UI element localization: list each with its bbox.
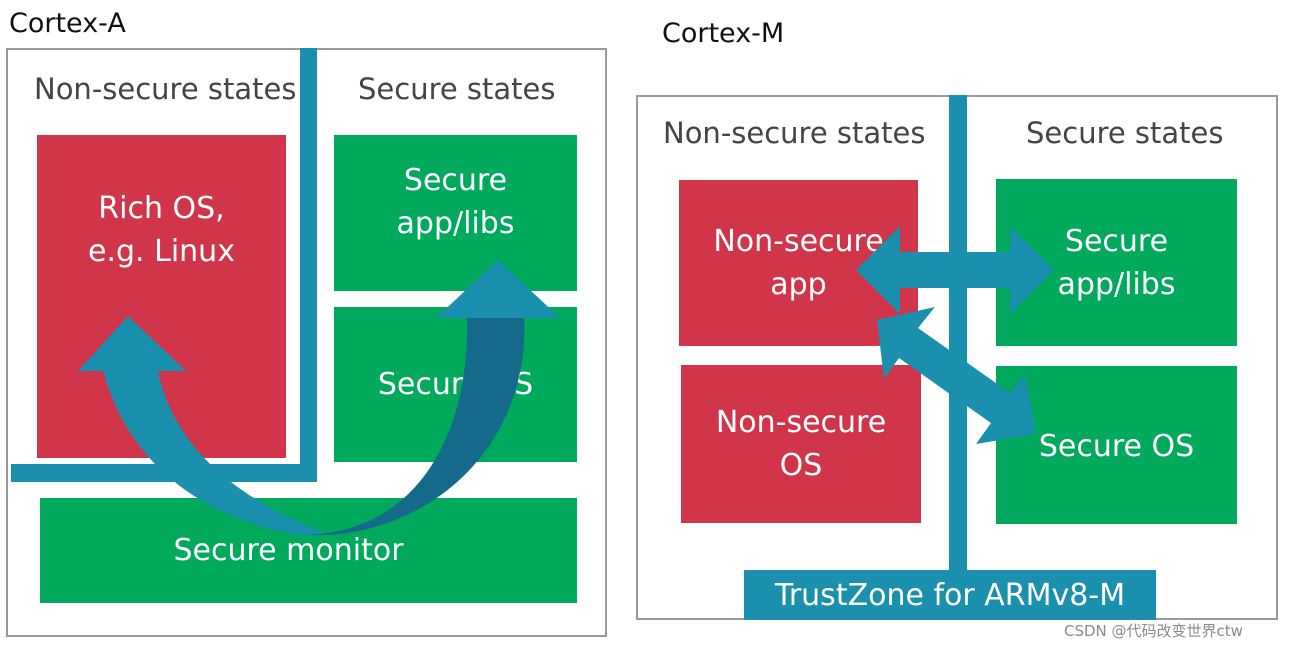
cortex-a-horizontal-divider xyxy=(11,464,317,482)
cortex-a-title: Cortex-A xyxy=(9,8,126,39)
watermark: CSDN @代码改变世界ctw xyxy=(1064,622,1243,640)
cortex-m-secure-header: Secure states xyxy=(1026,116,1224,150)
ns-app-label: Non-secure app xyxy=(713,224,884,302)
rich-os-label: Rich OS, e.g. Linux xyxy=(88,191,235,269)
cortex-m-secure-os-block: Secure OS xyxy=(996,366,1237,524)
secure-monitor-label: Secure monitor xyxy=(173,533,404,568)
cortex-a-secure-app-label: Secure app/libs xyxy=(396,163,515,241)
secure-monitor-block: Secure monitor xyxy=(40,498,577,603)
rich-os-block: Rich OS, e.g. Linux xyxy=(37,135,286,458)
ns-os-block: Non-secure OS xyxy=(681,365,921,523)
arrow-to-rich-os xyxy=(103,371,330,535)
cortex-m-title: Cortex-M xyxy=(662,18,785,49)
cortex-a-secure-header: Secure states xyxy=(358,72,556,106)
arrow-head-rich-os xyxy=(78,316,186,371)
cortex-a-non-secure-header: Non-secure states xyxy=(34,72,297,106)
ns-app-to-secure-os-arrow xyxy=(877,307,1036,444)
ns-app-to-secure-app-arrow xyxy=(856,226,1054,314)
cortex-m-non-secure-header: Non-secure states xyxy=(663,116,926,150)
arrow-head-secure-app xyxy=(436,260,560,318)
cortex-m-vertical-divider xyxy=(949,95,967,575)
cortex-m-secure-os-label: Secure OS xyxy=(1038,428,1195,464)
cortex-m-secure-app-label: Secure app/libs xyxy=(1057,223,1176,302)
cortex-a-secure-app-block: Secure app/libs xyxy=(334,135,577,291)
trustzone-label-bar: TrustZone for ARMv8-M xyxy=(744,570,1156,620)
ns-os-label: Non-secure OS xyxy=(715,405,887,483)
arrow-to-secure-app xyxy=(300,318,525,535)
trustzone-label: TrustZone for ARMv8-M xyxy=(774,577,1126,613)
cortex-a-vertical-divider xyxy=(300,48,317,482)
